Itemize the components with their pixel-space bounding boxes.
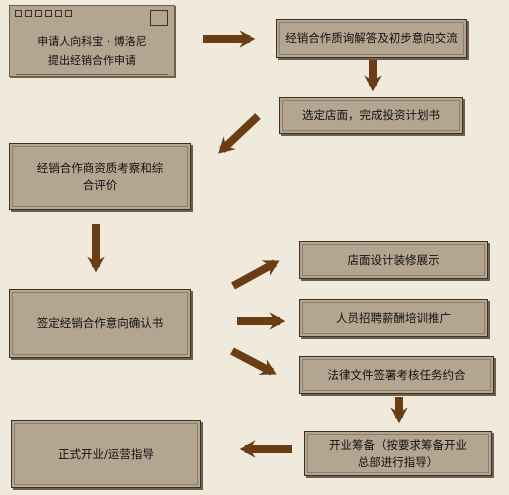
- step-select-store-label: 选定店面，完成投资计划书: [302, 108, 440, 122]
- step-open: 正式开业/运营指导: [11, 420, 201, 488]
- step-select-store: 选定店面，完成投资计划书: [279, 97, 463, 134]
- step-prepare-label-1: 开业筹备（按要求筹备开业: [329, 437, 467, 452]
- step-prepare: 开业筹备（按要求筹备开业 总部进行指导）: [304, 431, 492, 476]
- step-consult-label: 经销合作质询解答及初步意向交流: [285, 31, 458, 45]
- arrow-down-left-icon: [218, 113, 261, 154]
- envelope-rule: [16, 74, 168, 75]
- step-store-design: 店面设计装修展示: [299, 241, 488, 279]
- step-store-design-label: 店面设计装修展示: [347, 252, 440, 267]
- arrow-up-right-icon: [231, 259, 280, 290]
- step-sign-intent-label: 签定经销合作意向确认书: [36, 316, 164, 330]
- step-recruit: 人员招聘薪酬培训推广: [299, 299, 488, 337]
- envelope-line-2: 提出经销合作申请: [48, 54, 136, 67]
- step-prepare-label-2: 总部进行指导）: [357, 454, 439, 469]
- step-review: 经销合作商资质考察和综合评价: [9, 143, 191, 210]
- step-open-label: 正式开业/运营指导: [58, 446, 154, 461]
- envelope-line-1: 申请人向科宝 · 博洛尼: [37, 35, 147, 48]
- step-sign-intent: 签定经销合作意向确认书: [9, 289, 191, 358]
- stamp-icon: [150, 10, 168, 26]
- step-recruit-label: 人员招聘薪酬培训推广: [336, 310, 451, 325]
- postcode-box: [55, 10, 62, 17]
- postcode-box: [15, 10, 22, 17]
- step-consult: 经销合作质询解答及初步意向交流: [276, 19, 467, 58]
- step-review-label: 经销合作商资质考察和综合评价: [36, 160, 164, 192]
- postcode-box: [35, 10, 42, 17]
- postcode-box: [45, 10, 52, 17]
- postcode-box: [25, 10, 32, 17]
- arrow-down-right-icon: [230, 347, 277, 376]
- application-envelope: 申请人向科宝 · 博洛尼 提出经销合作申请: [9, 5, 175, 77]
- step-legal: 法律文件签署考核任务约合: [299, 356, 494, 394]
- step-legal-label: 法律文件签署考核任务约合: [327, 367, 466, 382]
- postcode-box: [65, 10, 72, 17]
